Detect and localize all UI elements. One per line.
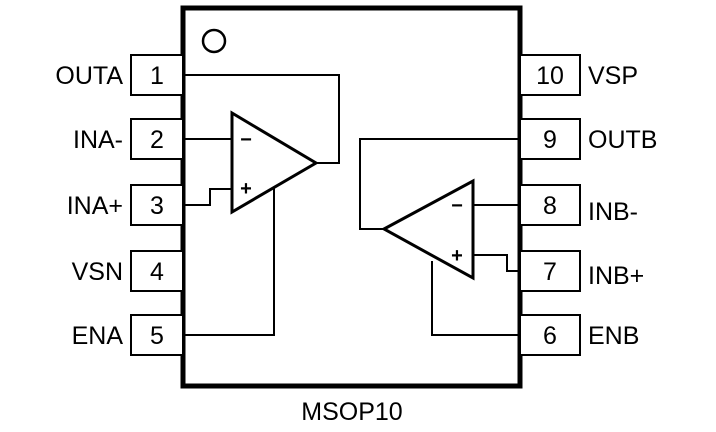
pin-10-label: VSP xyxy=(588,62,638,90)
pin-2-number: 2 xyxy=(150,126,164,154)
amplifier-b-wiring xyxy=(359,138,520,336)
pin-1-number: 1 xyxy=(150,62,164,90)
pin-6-box xyxy=(519,314,581,356)
amp-b-minus-sign: − xyxy=(451,195,463,217)
pin-4-label: VSN xyxy=(72,258,123,286)
pin-7-number: 7 xyxy=(543,258,557,286)
amp-a-minus-sign: − xyxy=(240,129,252,151)
pin-1-label: OUTA xyxy=(55,62,123,90)
amp-a-enable-wire xyxy=(183,188,275,336)
amplifier-b-symbol xyxy=(380,178,475,281)
pin-8-label: INB- xyxy=(588,198,638,226)
pin-8-number: 8 xyxy=(543,192,557,220)
pin-3: 3 INA+ xyxy=(67,184,184,226)
pin-4-box xyxy=(130,250,184,292)
pin-1: 1 OUTA xyxy=(55,54,184,96)
pin-7-label: INB+ xyxy=(588,262,644,290)
pin-6-label: ENB xyxy=(588,322,639,350)
pin-2: 2 INA- xyxy=(73,118,184,160)
pin-5: 5 ENA xyxy=(72,314,184,356)
pin-8: 8 INB- xyxy=(519,184,638,226)
pin-3-number: 3 xyxy=(150,192,164,220)
package-label: MSOP10 xyxy=(301,398,402,426)
amp-a-output-wire xyxy=(183,74,340,164)
pin-5-label: ENA xyxy=(72,322,124,350)
pin-2-box xyxy=(130,118,184,160)
pin-7: 7 INB+ xyxy=(519,250,644,292)
pin-1-box xyxy=(130,54,184,96)
amp-a-plus-wire xyxy=(183,188,232,206)
pin-2-label: INA- xyxy=(73,126,123,154)
pin-10-number: 10 xyxy=(536,62,564,90)
pin-7-box xyxy=(519,250,581,292)
pin-9-label: OUTB xyxy=(588,126,657,154)
pin-9-number: 9 xyxy=(543,126,557,154)
amp-b-plus-wire xyxy=(473,254,520,272)
amplifier-a-symbol xyxy=(230,110,319,215)
pin-5-number: 5 xyxy=(150,322,164,350)
pin-6: 6 ENB xyxy=(519,314,639,356)
pin-10-box xyxy=(519,54,581,96)
pin-4: 4 VSN xyxy=(72,250,184,292)
pin-9: 9 OUTB xyxy=(519,118,657,160)
amp-b-output-wire xyxy=(359,138,520,230)
amp-b-plus-sign: + xyxy=(451,245,463,267)
pin-10: 10 VSP xyxy=(519,54,638,96)
amp-b-enable-wire xyxy=(431,261,520,336)
pin-4-number: 4 xyxy=(150,258,164,286)
pin1-indicator xyxy=(201,28,227,54)
amp-a-plus-sign: + xyxy=(240,178,252,200)
pin-3-label: INA+ xyxy=(67,192,123,220)
pin-6-number: 6 xyxy=(543,322,557,350)
pin-5-box xyxy=(130,314,184,356)
amplifier-a-wiring xyxy=(183,74,340,336)
